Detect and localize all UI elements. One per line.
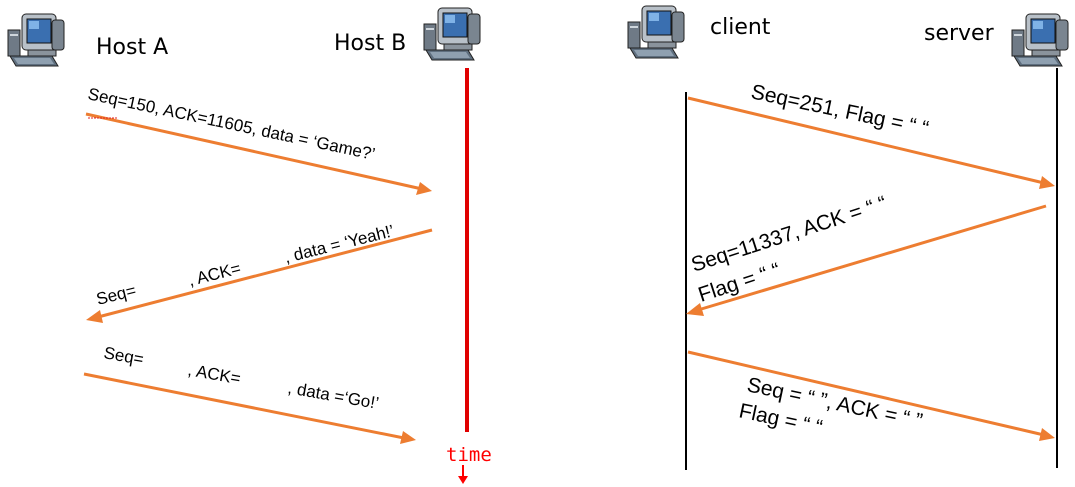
server-label: server bbox=[924, 21, 995, 46]
message-label-data: , data =‘Go!’ bbox=[286, 378, 380, 413]
arrow-head bbox=[1039, 176, 1055, 189]
computer-icon bbox=[7, 13, 65, 67]
message-arrow bbox=[83, 372, 405, 440]
message-arrow bbox=[687, 350, 1045, 437]
time-label: time bbox=[446, 444, 492, 466]
message-arrow bbox=[687, 96, 1045, 185]
message-label-seq: Seq= bbox=[102, 343, 145, 369]
message-arrow bbox=[85, 112, 423, 191]
message-label-ack: , ACK= bbox=[186, 360, 242, 388]
host-b-label: Host B bbox=[334, 31, 406, 56]
arrow-head bbox=[416, 182, 432, 195]
computer-icon bbox=[627, 5, 685, 59]
message-label-seq: Seq= bbox=[94, 281, 138, 309]
message-arrow bbox=[97, 228, 433, 319]
host-a-label: Host A bbox=[96, 35, 168, 60]
message-label: Seq=251, Flag = “ “ bbox=[749, 80, 931, 140]
message-label-line1: Seq=11337, ACK = “ “ bbox=[688, 192, 889, 277]
arrow-head bbox=[1039, 428, 1055, 441]
computer-icon bbox=[1011, 13, 1069, 67]
message-arrow bbox=[697, 204, 1047, 312]
client-label: client bbox=[710, 15, 771, 40]
arrow-head bbox=[400, 431, 416, 444]
arrow-head bbox=[686, 303, 704, 316]
arrow-head bbox=[86, 310, 103, 323]
time-arrow-head bbox=[458, 476, 468, 484]
computer-icon bbox=[423, 7, 481, 61]
